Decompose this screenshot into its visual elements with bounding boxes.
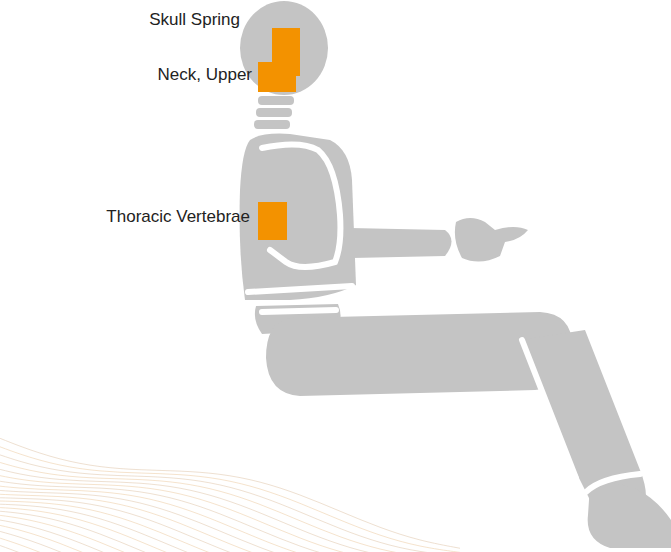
knee-gap: [522, 340, 576, 478]
torso-gap: [248, 286, 352, 292]
wave-stroke: [0, 526, 460, 552]
wave-stroke: [0, 546, 460, 552]
part-label: Thoracic Vertebrae: [106, 207, 250, 227]
wave-stroke: [0, 493, 460, 552]
wave-stroke: [0, 521, 460, 552]
part-label: Neck, Upper: [158, 65, 252, 85]
wave-stroke: [0, 504, 460, 552]
dummy-torso: [240, 134, 356, 300]
sensor-marker: [258, 62, 296, 92]
dummy-head: [240, 1, 328, 95]
neck-segment: [254, 120, 290, 129]
wave-stroke: [0, 507, 460, 552]
neck-segment: [258, 96, 294, 105]
wave-stroke: [0, 538, 460, 552]
wave-stroke: [0, 448, 460, 552]
wave-stroke: [0, 501, 460, 552]
dummy-foot: [588, 483, 671, 548]
dummy-hand: [455, 218, 528, 262]
wave-stroke: [0, 532, 460, 552]
neck-segment: [256, 108, 292, 117]
wave-stroke: [0, 456, 460, 552]
part-label: Skull Spring: [149, 10, 240, 30]
dummy-forearm: [344, 228, 451, 258]
wave-stroke: [0, 513, 460, 552]
ankle-gap: [586, 474, 640, 492]
sensor-marker: [258, 202, 287, 240]
wave-stroke: [0, 489, 460, 552]
pelvis-gap: [262, 310, 336, 312]
wave-stroke: [0, 478, 460, 552]
background-waves: [0, 430, 460, 552]
sensor-markers: [258, 28, 300, 240]
wave-stroke: [0, 471, 460, 552]
silhouette-gaps: [248, 144, 640, 492]
dummy-silhouette: [240, 1, 671, 548]
